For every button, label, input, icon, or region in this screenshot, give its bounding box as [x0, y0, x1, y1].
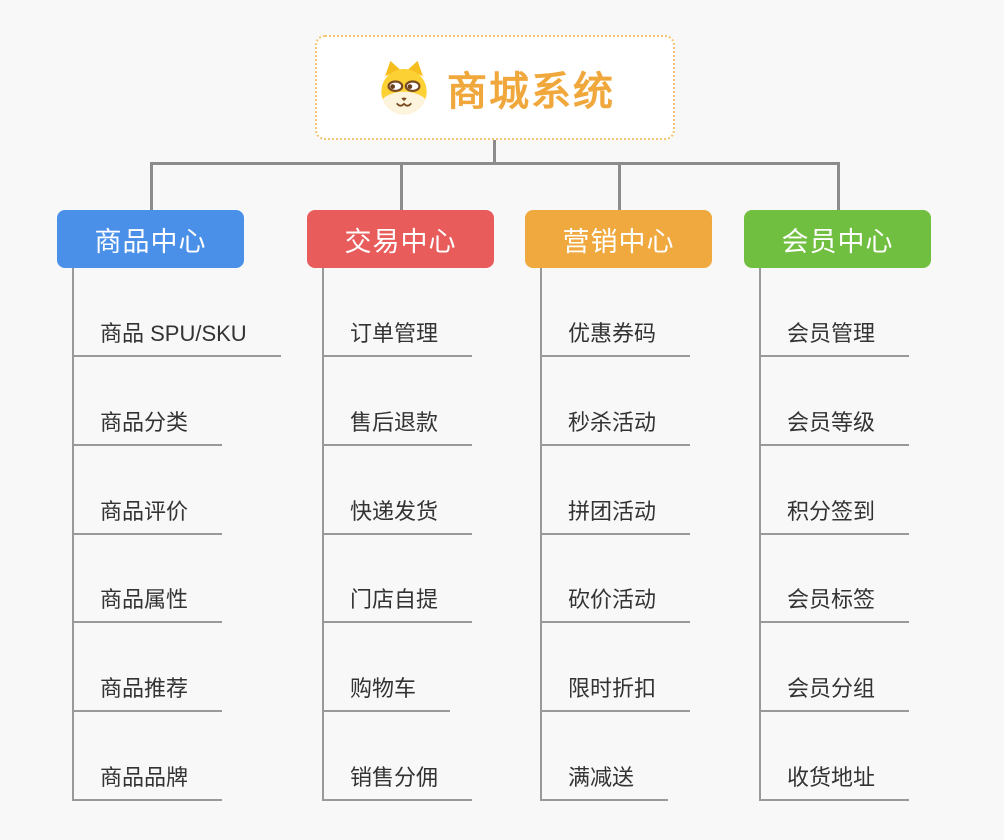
child-topic[interactable]: 优惠券码 — [540, 316, 691, 357]
child-topic[interactable]: 订单管理 — [322, 316, 473, 357]
child-topic[interactable]: 商品 SPU/SKU — [72, 316, 281, 357]
child-topic[interactable]: 门店自提 — [322, 582, 473, 623]
child-topic[interactable]: 售后退款 — [322, 405, 473, 446]
child-topic[interactable]: 商品推荐 — [72, 671, 223, 712]
branch-node-label: 营销中心 — [562, 226, 675, 257]
child-topic[interactable]: 会员等级 — [759, 405, 910, 446]
branch-node-label: 交易中心 — [344, 226, 457, 257]
child-topic[interactable]: 收货地址 — [759, 760, 910, 801]
child-topic[interactable]: 满减送 — [540, 760, 669, 801]
branch-node[interactable]: 营销中心 — [525, 210, 712, 268]
branch-connector-bus — [150, 162, 840, 165]
child-topic[interactable]: 积分签到 — [759, 494, 910, 535]
branch-connector-line — [150, 162, 153, 210]
branch-connector-line — [400, 162, 403, 210]
child-topic[interactable]: 会员管理 — [759, 316, 910, 357]
child-topic[interactable]: 商品分类 — [72, 405, 223, 446]
child-topic[interactable]: 会员标签 — [759, 582, 910, 623]
root-connector-line — [493, 140, 496, 162]
child-topic[interactable]: 销售分佣 — [322, 760, 473, 801]
child-topic[interactable]: 快递发货 — [322, 494, 473, 535]
branch-node-label: 会员中心 — [781, 226, 894, 257]
branch-node[interactable]: 会员中心 — [744, 210, 931, 268]
branch-node[interactable]: 商品中心 — [57, 210, 244, 268]
branch-connector-line — [837, 162, 840, 210]
child-topic[interactable]: 砍价活动 — [540, 582, 691, 623]
child-topic[interactable]: 商品评价 — [72, 494, 223, 535]
branch-node[interactable]: 交易中心 — [307, 210, 494, 268]
child-topic[interactable]: 会员分组 — [759, 671, 910, 712]
child-topic[interactable]: 限时折扣 — [540, 671, 691, 712]
root-topic-label: 商城系统 — [447, 69, 615, 114]
branch-connector-line — [618, 162, 621, 210]
child-topic[interactable]: 商品属性 — [72, 582, 223, 623]
child-topic[interactable]: 购物车 — [322, 671, 451, 712]
shiba-dog-icon — [381, 60, 427, 114]
child-topic[interactable]: 拼团活动 — [540, 494, 691, 535]
child-topic[interactable]: 商品品牌 — [72, 760, 223, 801]
branch-node-label: 商品中心 — [94, 226, 207, 257]
root-topic[interactable]: 商城系统 — [315, 35, 675, 140]
child-topic[interactable]: 秒杀活动 — [540, 405, 691, 446]
